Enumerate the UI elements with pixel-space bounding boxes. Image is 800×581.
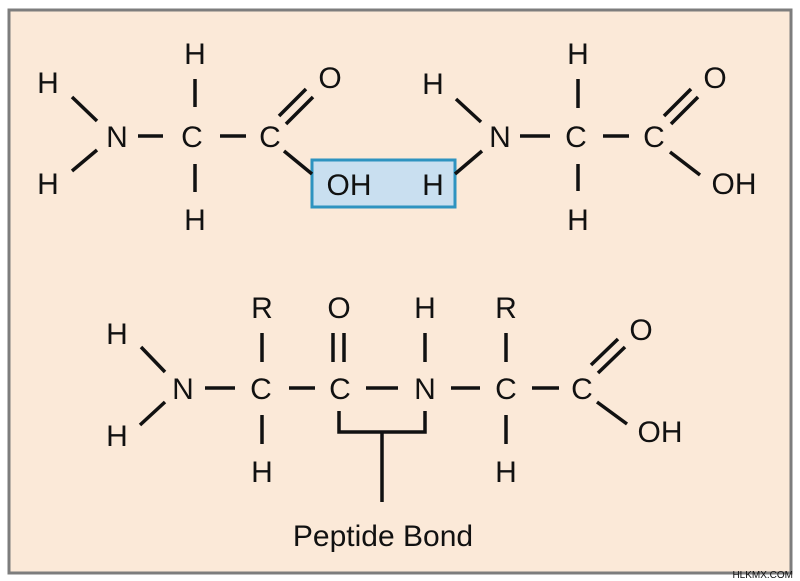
diagram-panel <box>9 10 791 573</box>
atom-hydrogen: H <box>251 456 273 489</box>
atom-hydrogen: H <box>422 68 444 101</box>
bond-line <box>70 95 99 123</box>
dipeptide: H H N R C H O C H N R C H C O OH <box>106 292 682 489</box>
bond-line <box>454 97 483 124</box>
atom-hydrogen: H <box>422 169 444 202</box>
atom-nitrogen: N <box>106 121 128 154</box>
bond-line <box>277 87 308 118</box>
hydroxyl-group: OH <box>638 416 683 449</box>
atom-hydrogen: H <box>184 204 206 237</box>
bond-line <box>138 400 167 427</box>
bond-line <box>70 148 99 173</box>
atom-oxygen: O <box>318 62 341 95</box>
bond-line <box>589 337 620 367</box>
bond-line <box>595 400 629 426</box>
atom-carbon: C <box>643 121 665 154</box>
amino-acid-2: H N H C H C O OH <box>422 38 756 237</box>
hydroxyl-group: OH <box>712 168 757 201</box>
amino-acid-1: H H N H C H C O <box>37 38 342 237</box>
bond-line <box>284 95 315 126</box>
atom-hydrogen: H <box>106 318 128 351</box>
atom-carbon: C <box>495 373 517 406</box>
atom-hydrogen: H <box>567 38 589 71</box>
atom-carbon: C <box>259 121 281 154</box>
atom-hydrogen: H <box>106 420 128 453</box>
peptide-bond-label: Peptide Bond <box>293 520 473 553</box>
atom-oxygen: O <box>629 314 652 347</box>
hydroxyl-group: OH <box>327 169 372 202</box>
atom-hydrogen: H <box>414 292 436 325</box>
atom-hydrogen: H <box>495 456 517 489</box>
water-removed-group: OH H <box>327 169 444 202</box>
side-chain-r: R <box>495 292 517 325</box>
atom-carbon: C <box>181 121 203 154</box>
diagram-panel-border <box>7 8 793 575</box>
condensation-highlight-border <box>310 158 457 209</box>
atom-nitrogen: N <box>414 373 436 406</box>
bond-line <box>669 95 700 126</box>
condensation-highlight-box <box>312 160 455 207</box>
atom-nitrogen: N <box>489 121 511 154</box>
atom-oxygen: O <box>327 292 350 325</box>
bond-line <box>453 149 484 176</box>
atom-hydrogen: H <box>184 38 206 71</box>
source-credit: HLKMX.COM <box>732 570 793 581</box>
bond-line <box>668 150 702 177</box>
atom-oxygen: O <box>703 62 726 95</box>
bond-line <box>596 345 627 375</box>
bond-line <box>662 87 693 118</box>
atom-hydrogen: H <box>37 168 59 201</box>
side-chain-r: R <box>251 292 273 325</box>
atom-nitrogen: N <box>172 373 194 406</box>
atom-hydrogen: H <box>37 67 59 100</box>
atom-carbon: C <box>329 373 351 406</box>
atom-carbon: C <box>250 373 272 406</box>
bond-line <box>282 149 314 176</box>
atom-hydrogen: H <box>567 204 589 237</box>
bond-lines <box>70 79 702 502</box>
bond-line <box>139 345 167 374</box>
atom-carbon: C <box>565 121 587 154</box>
atom-carbon: C <box>571 373 593 406</box>
